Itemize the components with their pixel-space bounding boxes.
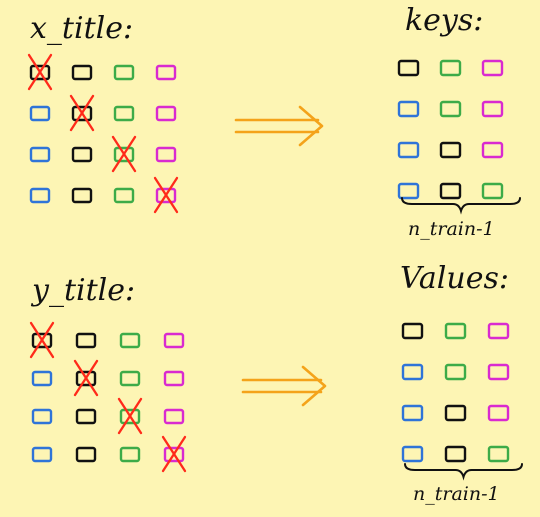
matrix-cell [75, 408, 97, 425]
matrix-cell [71, 64, 93, 81]
x-title-section: x_title: keys: n_train-1 [27, 3, 521, 240]
matrix-cell [75, 332, 97, 349]
matrix-cell [119, 332, 141, 349]
matrix-cell [113, 105, 135, 122]
cross-out-mark [29, 321, 55, 359]
values-matrix [401, 322, 510, 463]
matrix-cell [401, 404, 424, 422]
matrix-cell [487, 404, 510, 422]
keys-count-label: n_train-1 [408, 218, 495, 240]
matrix-cell [29, 187, 51, 204]
matrix-cell [113, 146, 135, 163]
matrix-cell [155, 146, 177, 163]
x-title-label: x_title: [30, 11, 133, 46]
y-title-label: y_title: [30, 273, 135, 308]
matrix-cell [487, 363, 510, 381]
matrix-cell [481, 100, 504, 118]
matrix-cell [481, 59, 504, 77]
cross-out-mark [111, 135, 137, 173]
matrix-cell [397, 100, 420, 118]
matrix-cell [119, 408, 141, 425]
matrix-cell [163, 370, 185, 387]
matrix-cell [31, 446, 53, 463]
cross-out-mark [117, 397, 143, 435]
matrix-cell [439, 182, 462, 200]
matrix-cell [481, 141, 504, 159]
matrix-cell [155, 187, 177, 204]
matrix-cell [155, 64, 177, 81]
double-arrow-right-icon [234, 105, 324, 147]
matrix-cell [113, 64, 135, 81]
matrix-cell [401, 445, 424, 463]
matrix-cell [31, 332, 53, 349]
matrix-cell [71, 146, 93, 163]
cross-out-mark [161, 435, 187, 473]
matrix-cell [29, 146, 51, 163]
matrix-cell [155, 105, 177, 122]
matrix-cell [487, 445, 510, 463]
brace-icon [401, 197, 521, 215]
cross-out-mark [153, 176, 179, 214]
matrix-cell [401, 363, 424, 381]
matrix-cell [481, 182, 504, 200]
matrix-cell [444, 445, 467, 463]
matrix-cell [439, 100, 462, 118]
y-title-section: y_title: Values: n_train-1 [29, 261, 523, 505]
matrix-cell [75, 446, 97, 463]
matrix-cell [163, 408, 185, 425]
matrix-cell [71, 105, 93, 122]
matrix-cell [401, 322, 424, 340]
matrix-cell [397, 59, 420, 77]
matrix-cell [439, 141, 462, 159]
matrix-cell [29, 64, 51, 81]
matrix-cell [444, 363, 467, 381]
matrix-cell [397, 141, 420, 159]
keys-label: keys: [405, 3, 483, 38]
matrix-cell [397, 182, 420, 200]
matrix-cell [119, 446, 141, 463]
cross-out-mark [73, 359, 99, 397]
matrix-cell [163, 446, 185, 463]
x-title-matrix [27, 53, 179, 214]
cross-out-mark [27, 53, 53, 91]
brace-icon [404, 463, 523, 481]
matrix-cell [113, 187, 135, 204]
matrix-cell [444, 322, 467, 340]
matrix-cell [29, 105, 51, 122]
matrix-cell [119, 370, 141, 387]
keys-matrix [397, 59, 504, 200]
cross-out-mark [69, 94, 95, 132]
matrix-cell [487, 322, 510, 340]
values-label: Values: [400, 261, 509, 296]
matrix-cell [31, 370, 53, 387]
matrix-cell [75, 370, 97, 387]
matrix-cell [439, 59, 462, 77]
matrix-cell [444, 404, 467, 422]
matrix-cell [31, 408, 53, 425]
double-arrow-right-icon [241, 365, 327, 407]
matrix-cell [163, 332, 185, 349]
matrix-cell [71, 187, 93, 204]
y-title-matrix [29, 321, 187, 473]
values-count-label: n_train-1 [413, 483, 500, 505]
